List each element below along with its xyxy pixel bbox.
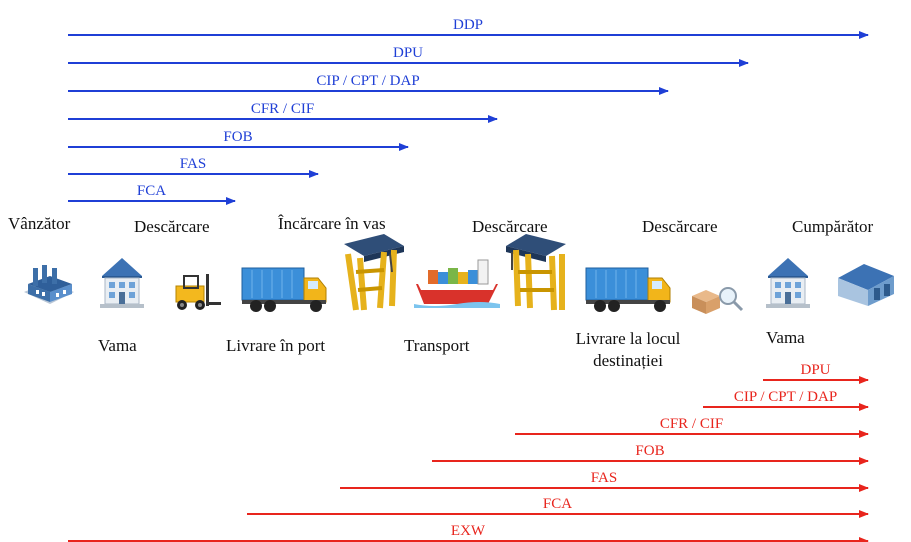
seller-arrow-label: FAS	[180, 156, 206, 172]
seller-arrow-cip-cpt-dap: CIP / CPT / DAP	[68, 73, 669, 95]
customs-house-icon	[766, 258, 810, 308]
ship-icon	[414, 259, 500, 308]
buyer-arrow-fca: FCA	[247, 496, 869, 518]
buyer-arrow-exw: EXW	[68, 523, 869, 542]
factory-icon	[24, 265, 74, 304]
buyer-arrow-label: CIP / CPT / DAP	[734, 389, 837, 405]
customs-house-icon	[100, 258, 144, 308]
buyer-arrow-fob: FOB	[432, 443, 869, 465]
buyer-arrow-label: DPU	[800, 362, 830, 378]
package-inspection-icon	[692, 287, 744, 314]
stage-label-buyer: Cumpărător	[792, 217, 874, 236]
buyer-arrow-label: FOB	[635, 443, 664, 459]
stage-label-destination-delivery: Livrare la locul destinației	[575, 329, 681, 370]
stage-label-transport: Transport	[404, 336, 470, 355]
buyer-arrow-label: CFR / CIF	[660, 416, 723, 432]
stage-label-port-delivery: Livrare în port	[226, 336, 326, 355]
warehouse-icon	[838, 264, 894, 306]
stage-label-seller: Vânzător	[8, 214, 71, 233]
crane-icon	[344, 234, 404, 311]
seller-arrow-ddp: DDP	[68, 17, 869, 39]
seller-arrow-label: CFR / CIF	[251, 101, 314, 117]
seller-arrow-fas: FAS	[68, 156, 319, 178]
buyer-arrow-fas: FAS	[340, 470, 869, 492]
stage-label-unloading-1: Descărcare	[134, 217, 210, 236]
seller-arrow-fca: FCA	[68, 183, 236, 205]
buyer-arrow-label: EXW	[451, 523, 486, 539]
seller-arrow-label: CIP / CPT / DAP	[316, 73, 419, 89]
stage-label-ship-loading: Încărcare în vas	[278, 214, 386, 233]
truck-icon	[241, 267, 327, 312]
stage-label-unloading-2: Descărcare	[472, 217, 548, 236]
seller-arrow-fob: FOB	[68, 129, 409, 151]
stage-label-unloading-3: Descărcare	[642, 217, 718, 236]
seller-arrow-label: FOB	[223, 129, 252, 145]
truck-icon	[585, 267, 671, 312]
stage-label-customs-1: Vama	[98, 336, 137, 355]
seller-arrow-dpu: DPU	[68, 45, 749, 67]
seller-arrow-label: DDP	[453, 17, 483, 33]
buyer-arrow-dpu: DPU	[763, 362, 869, 384]
forklift-icon	[175, 274, 221, 310]
seller-arrow-cfr-cif: CFR / CIF	[68, 101, 498, 123]
seller-arrow-label: DPU	[393, 45, 423, 61]
buyer-arrow-cip-cpt-dap: CIP / CPT / DAP	[703, 389, 869, 411]
buyer-arrow-cfr-cif: CFR / CIF	[515, 416, 869, 438]
seller-arrow-label: FCA	[137, 183, 166, 199]
crane-icon	[506, 234, 566, 311]
buyer-arrow-label: FAS	[591, 470, 617, 486]
stage-label-customs-2: Vama	[766, 328, 805, 347]
buyer-arrow-label: FCA	[543, 496, 572, 512]
